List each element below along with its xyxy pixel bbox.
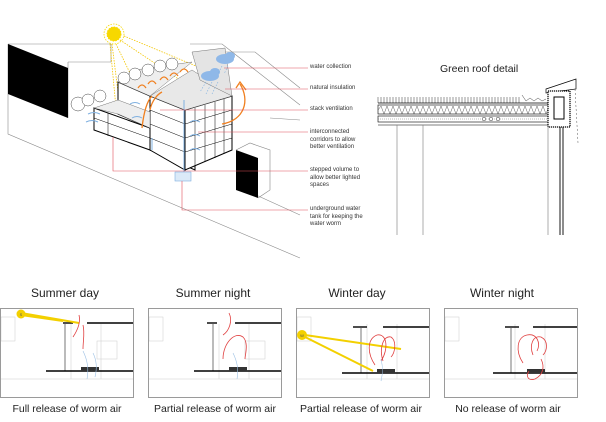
sun-badge-label: S <box>20 312 23 317</box>
callout-stepped-volume: stepped volume to allow better lighted s… <box>310 167 361 188</box>
green-roof-section <box>377 78 579 235</box>
panel-caption-summer-day: Full release of worm air <box>12 403 122 415</box>
sun-icon <box>103 23 197 109</box>
callout-stack-ventilation: stack ventilation <box>310 106 353 112</box>
panel-summer-night <box>148 308 282 398</box>
neighbour-door <box>236 150 258 198</box>
neighbour-wall <box>8 44 68 118</box>
panel-caption-winter-day: Partial release of worm air <box>300 403 422 415</box>
water-tank <box>174 171 192 182</box>
panel-title-winter-night: Winter night <box>469 286 535 300</box>
callout-interconnected-corridors: interconnected corridors to allow better… <box>310 129 356 150</box>
callout-water-collection: water collection <box>310 64 352 70</box>
panel-caption-summer-night: Partial release of worm air <box>154 403 276 415</box>
trees <box>70 57 179 112</box>
panel-winter-night <box>444 308 578 398</box>
sun-badge-icon <box>16 309 26 319</box>
isometric-building-diagram <box>7 23 308 259</box>
parapet-detail <box>545 78 579 144</box>
roof-detail-title: Green roof detail <box>440 63 519 75</box>
callout-natural-insulation: natural insulation <box>310 85 356 91</box>
panel-title-summer-day: Summer day <box>30 286 100 300</box>
sun-badge-icon <box>297 330 307 340</box>
warm-air-arrows <box>137 68 247 129</box>
panel-caption-winter-night: No release of worm air <box>455 403 561 415</box>
cool-air-arrows <box>85 100 201 172</box>
rain-cloud-icon <box>201 52 235 81</box>
callout-leaders <box>112 67 308 211</box>
sun-badge-label: W <box>300 333 304 338</box>
facade-grid <box>93 99 233 166</box>
panel-title-winter-day: Winter day <box>328 286 386 300</box>
panel-winter-day: W <box>296 308 430 398</box>
panel-title-summer-night: Summer night <box>175 286 251 300</box>
panel-summer-day: S <box>0 308 134 398</box>
callout-underground-tank: underground water tank for keeping the w… <box>310 206 363 227</box>
